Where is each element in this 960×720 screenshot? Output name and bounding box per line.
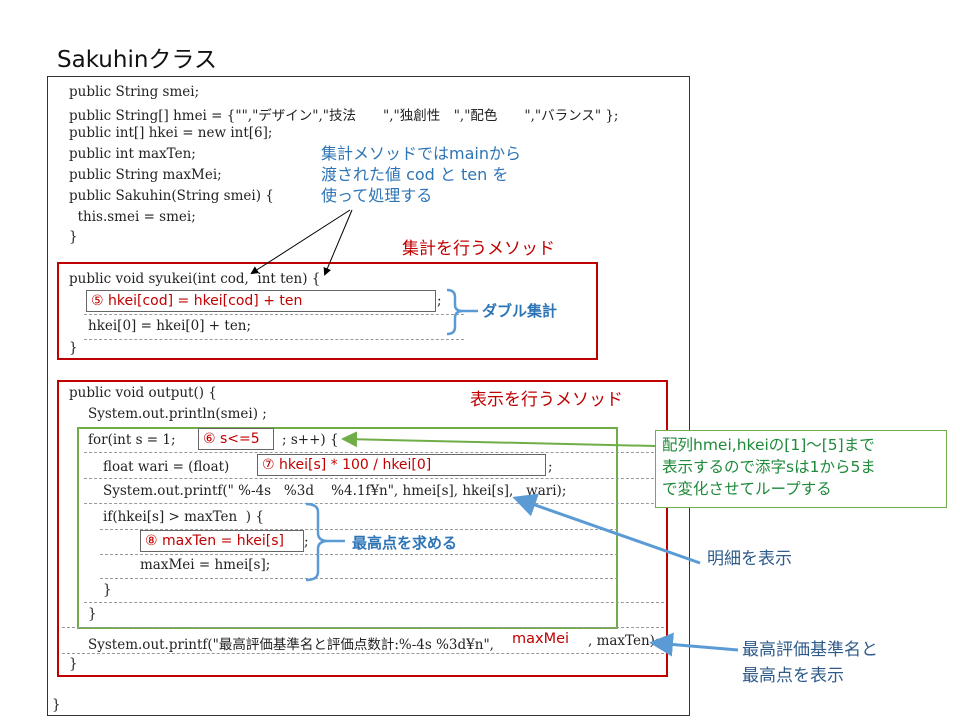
code-line: public Sakuhin(String smei) {: [69, 188, 274, 204]
arrow-to-for-loop: [341, 431, 656, 448]
code-line: ; s++) {: [282, 432, 339, 448]
code-line: }: [69, 229, 78, 245]
max-label: 最高点を求める: [352, 534, 458, 552]
code-line: , maxTen);: [588, 633, 660, 649]
double-count-brace: [446, 288, 464, 336]
code-line: maxMei = hmei[s];: [140, 557, 271, 573]
code-line: System.out.printf("最高評価基準名と評価点数計:%-4s %3…: [88, 637, 494, 653]
loop-note-line: で変化させてループする: [662, 480, 832, 498]
code-divider: [84, 478, 664, 479]
code-line: public void syukei(int cod, int ten) {: [69, 271, 321, 287]
arrow-to-final-printf: [649, 632, 739, 657]
cod-ten-note-line: 渡された値 cod と ten を: [321, 165, 509, 184]
syukei-method-frame: [57, 262, 598, 360]
code-divider: [84, 452, 664, 453]
for-loop-frame: [77, 427, 618, 629]
blank-6-answer: ⑥ s<=5: [198, 428, 274, 450]
code-line: ;: [437, 293, 442, 309]
code-line: }: [52, 697, 61, 713]
blank-8-answer: ⑧ maxTen = hkei[s]: [140, 530, 304, 552]
blank-maxmei-answer: maxMei: [512, 631, 570, 647]
code-line: float wari = (float): [103, 459, 230, 475]
detail-note: 明細を表示: [707, 549, 792, 569]
code-line: }: [69, 656, 78, 672]
code-line: public String smei;: [69, 84, 200, 100]
output-label: 表示を行うメソッド: [470, 390, 623, 410]
code-line: hkei[0] = hkei[0] + ten;: [88, 318, 252, 334]
code-line: ;: [304, 534, 309, 550]
code-line: }: [88, 606, 97, 622]
loop-note-line: 表示するので添字sは1から5ま: [662, 458, 876, 476]
arrow-to-detail-printf: [512, 493, 701, 565]
code-line: public void output() {: [69, 385, 217, 401]
blank-5-answer: ⑤ hkei[cod] = hkei[cod] + ten: [86, 290, 436, 312]
double-count-label: ダブル集計: [482, 302, 558, 320]
cod-ten-note-line: 集計メソッドではmainから: [321, 144, 521, 163]
final-note: 最高評価基準名と 最高点を表示: [742, 637, 878, 689]
loop-note-line: 配列hmei,hkeiの[1]～[5]まで: [662, 436, 875, 454]
code-box: [47, 76, 690, 716]
code-line: if(hkei[s] > maxTen ) {: [103, 509, 264, 525]
blank-7-answer: ⑦ hkei[s] * 100 / hkei[0]: [257, 454, 546, 476]
arrow-to-ten: [323, 209, 353, 276]
final-note-line: 最高評価基準名と: [742, 640, 878, 660]
code-line: public int[] hkei = new int[6];: [69, 125, 273, 141]
code-line: public String maxMei;: [69, 167, 222, 183]
code-divider: [100, 529, 618, 530]
code-divider: [62, 653, 664, 654]
code-line: }: [69, 340, 78, 356]
code-line: for(int s = 1;: [88, 432, 176, 448]
code-line: System.out.println(smei) ;: [88, 406, 267, 422]
cod-ten-note: 集計メソッドではmainから 渡された値 cod と ten を 使って処理する: [321, 143, 521, 206]
loop-note: 配列hmei,hkeiの[1]～[5]まで 表示するので添字sは1から5ま で変…: [655, 430, 947, 508]
output-method-frame: [57, 380, 668, 677]
code-divider: [100, 578, 618, 579]
code-divider: [62, 627, 664, 628]
code-divider: [84, 602, 664, 603]
arrow-to-cod: [250, 209, 351, 275]
code-line: System.out.printf(" %-4s %3d %4.1f¥n", h…: [103, 483, 567, 499]
syukei-label: 集計を行うメソッド: [402, 239, 555, 259]
slide-title: Sakuhinクラス: [57, 47, 217, 73]
code-divider: [100, 554, 618, 555]
code-line: ;: [548, 459, 553, 475]
code-line: public int maxTen;: [69, 146, 196, 162]
code-line: this.smei = smei;: [69, 209, 196, 225]
code-divider: [84, 314, 464, 315]
code-line: public String[] hmei = {"","デザイン","技法 ",…: [69, 108, 619, 124]
max-brace: [305, 502, 329, 582]
cod-ten-note-line: 使って処理する: [321, 186, 433, 205]
code-divider: [84, 503, 664, 504]
final-note-line: 最高点を表示: [742, 666, 844, 686]
code-line: }: [103, 582, 112, 598]
code-divider: [84, 339, 464, 340]
